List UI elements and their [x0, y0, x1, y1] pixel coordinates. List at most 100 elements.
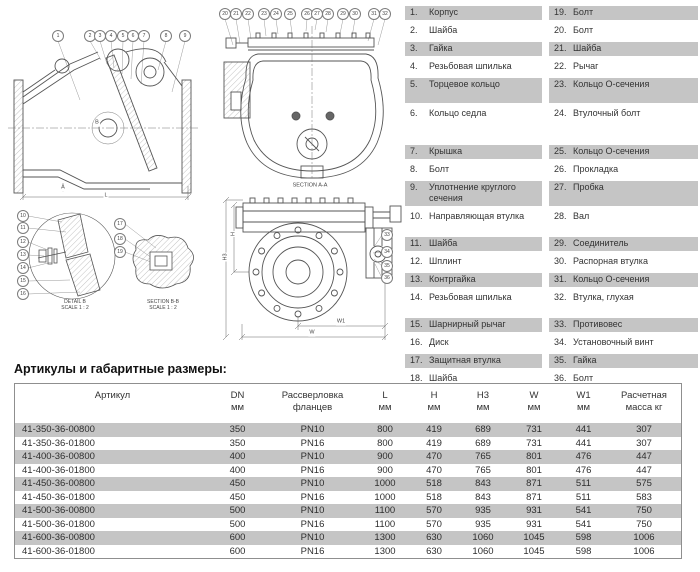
cell-flange-drilling: PN16	[300, 464, 325, 476]
front-view-drawing	[235, 197, 402, 322]
dimensions-table-header: Артикул DN мм Рассверловка фланцев	[15, 384, 681, 423]
header-cell: DN мм	[210, 390, 265, 414]
part-name: Защитная втулка	[429, 355, 501, 365]
cell-h: 518	[426, 491, 442, 503]
parts-list-gutter	[542, 163, 549, 177]
part-name: Втулка, глухая	[573, 292, 634, 302]
detail-b-label: DETAIL B	[63, 299, 87, 305]
detail-b-drawing	[28, 212, 116, 300]
parts-list-gutter	[542, 291, 549, 305]
parts-list-cell-right: 25. Кольцо О-сечения	[549, 145, 698, 159]
part-name: Уплотнение круглого сечения	[429, 182, 516, 203]
header-cell: Рассверловка фланцев	[265, 390, 360, 414]
part-callout-number: 28	[325, 10, 331, 17]
part-number: 10.	[410, 211, 423, 221]
cell-w1: 441	[575, 424, 592, 436]
part-callout-number: 29	[340, 10, 346, 17]
part-callout-number: 1	[56, 32, 60, 39]
cell-article: 41-400-36-00800	[22, 451, 95, 463]
part-name: Корпус	[429, 7, 459, 17]
parts-list-row: 1. Корпус 19. Болт	[405, 6, 698, 20]
parts-list-row: 6. Кольцо седла 24. Втулочный болт	[405, 107, 698, 132]
part-number: 8.	[410, 164, 418, 174]
cell-flange-drilling: PN16	[300, 545, 325, 557]
part-callout: 7	[138, 30, 150, 42]
part-callout-number: 8	[164, 32, 168, 39]
parts-list-cell-right: 23. Кольцо О-сечения	[549, 78, 698, 103]
part-callout-number: 15	[20, 277, 26, 284]
cell-h: 470	[426, 451, 442, 463]
parts-list-cell-left: 15. Шарнирный рычаг	[405, 318, 542, 332]
parts-list-cell-left: 2. Шайба	[405, 24, 542, 38]
header-line1: H	[430, 390, 438, 401]
parts-list-cell-left: 9. Уплотнение круглого сечения	[405, 181, 542, 206]
cell-dn: 350	[229, 437, 246, 449]
part-callout-number: 35	[384, 262, 390, 269]
cell-dn: 400	[229, 451, 246, 463]
parts-list-cell-right: 28. Вал	[549, 210, 698, 224]
part-number: 32.	[554, 292, 567, 302]
parts-list-gutter	[542, 107, 549, 132]
cell-dn: 600	[229, 532, 246, 544]
cell-h3: 1060	[472, 532, 494, 544]
cell-flange-drilling: PN10	[300, 505, 325, 517]
parts-list-row: 17. Защитная втулка 35. Гайка	[405, 354, 698, 368]
cell-l: 800	[377, 437, 393, 449]
header-cell: W1 мм	[560, 390, 607, 414]
header-line1: Расчетная	[621, 390, 667, 401]
table-row: 41-500-36-01800 500 PN16 1100 570 935 93…	[15, 518, 681, 532]
cell-flange-drilling: PN16	[300, 491, 325, 503]
cell-w: 731	[526, 424, 542, 436]
part-callout-number: 20	[222, 10, 228, 17]
header-line1: H3	[476, 390, 490, 401]
part-name: Кольцо О-сечения	[573, 274, 650, 284]
part-number: 31.	[554, 274, 567, 284]
dimensions-title: Артикулы и габаритные размеры:	[14, 362, 227, 376]
cell-h: 419	[426, 437, 442, 449]
table-row: 41-400-36-00800 400 PN10 900 470 765 801…	[15, 450, 681, 464]
parts-list-row: 14. Резьбовая шпилька 32. Втулка, глухая	[405, 291, 698, 305]
table-row: 41-350-36-01800 350 PN16 800 419 689 731…	[15, 437, 681, 451]
part-number: 36.	[554, 373, 567, 383]
parts-list-gutter	[542, 181, 549, 206]
part-callout-number: 13	[20, 251, 26, 258]
cell-w: 931	[526, 518, 542, 530]
part-name: Шайба	[429, 373, 458, 383]
cell-dn: 400	[229, 464, 246, 476]
cell-mass: 447	[636, 451, 652, 463]
header-line1: W	[529, 390, 539, 401]
part-callout-number: 19	[117, 248, 123, 255]
header-line2	[15, 402, 210, 414]
part-callout: 25	[284, 8, 296, 20]
cell-l: 900	[377, 451, 393, 463]
part-number: 17.	[410, 355, 423, 365]
part-callout: 12	[17, 236, 29, 248]
part-number: 20.	[554, 25, 567, 35]
header-line1: Артикул	[94, 390, 131, 401]
parts-list-gutter	[542, 237, 549, 251]
cell-w1: 441	[575, 437, 592, 449]
side-view-centerline	[8, 111, 198, 145]
part-callout: 11	[17, 222, 29, 234]
part-number: 5.	[410, 79, 418, 89]
parts-list-cell-left: 12. Шплинт	[405, 255, 542, 269]
cell-h3: 935	[475, 505, 491, 517]
part-callout: 22	[242, 8, 254, 20]
header-cell: Артикул	[15, 390, 210, 414]
cell-mass: 307	[636, 437, 652, 449]
part-name: Кольцо О-сечения	[573, 79, 650, 89]
header-cell: H мм	[410, 390, 458, 414]
cell-w1: 598	[575, 545, 592, 557]
parts-list-cell-left: 13. Контргайка	[405, 273, 542, 287]
parts-list-row: 3. Гайка 21. Шайба	[405, 42, 698, 56]
cell-w1: 541	[575, 505, 592, 517]
parts-list-cell-left: 7. Крышка	[405, 145, 542, 159]
part-name: Направляющая втулка	[429, 211, 525, 221]
parts-list-row: 8. Болт 26. Прокладка	[405, 163, 698, 177]
cell-mass: 1006	[633, 545, 655, 557]
cell-mass: 583	[636, 491, 652, 503]
cell-article: 41-450-36-01800	[22, 491, 95, 503]
part-name: Втулочный болт	[573, 108, 641, 118]
part-name: Гайка	[429, 43, 453, 53]
